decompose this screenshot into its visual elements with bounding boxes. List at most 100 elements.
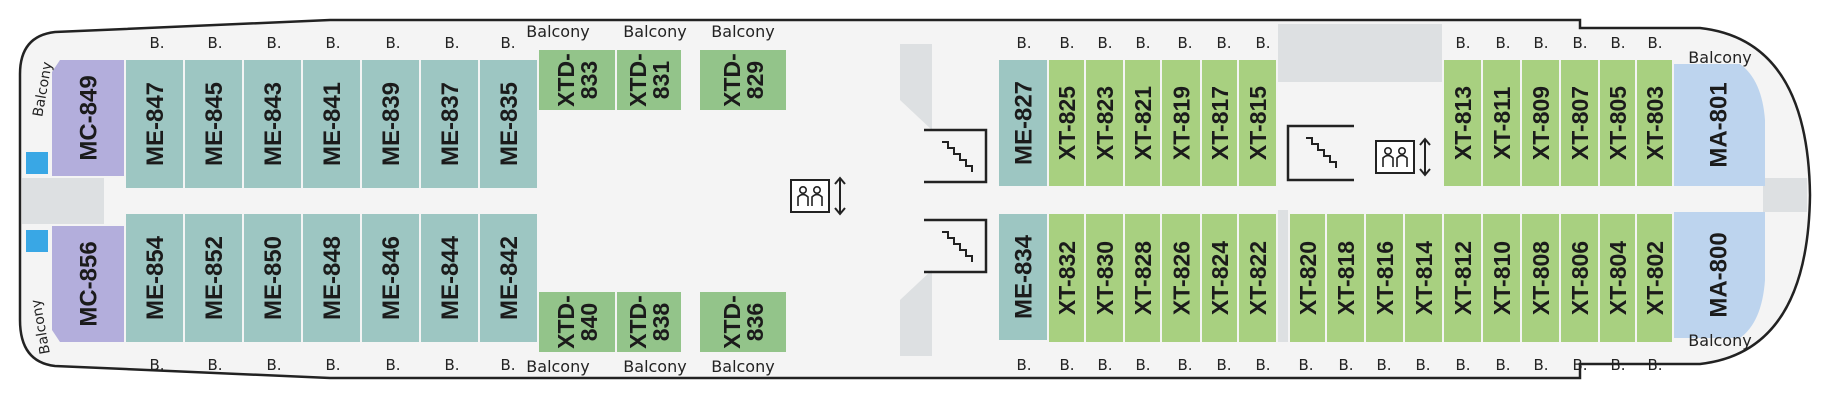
cabin-xt-809[interactable]: XT-809: [1522, 60, 1559, 186]
cabin-label-line: XTD-: [719, 295, 745, 349]
cabin-label-line: XT-809: [1528, 86, 1554, 160]
cabin-shape: [999, 214, 1047, 340]
cabin-xt-822[interactable]: XT-822: [1239, 214, 1276, 342]
cabin-ma-801[interactable]: MA-801: [1674, 64, 1765, 186]
cabin-xt-807[interactable]: XT-807: [1561, 60, 1598, 186]
cabin-xt-812[interactable]: XT-812: [1444, 214, 1481, 342]
cabin-label-line: MA-801: [1706, 82, 1733, 167]
cabin-shape: [480, 60, 537, 188]
cabin-shape: [1444, 214, 1481, 342]
cabin-shape: [1086, 60, 1123, 186]
cabin-xtd-831[interactable]: XTD-831: [617, 50, 681, 110]
cabin-xt-819[interactable]: XT-819: [1162, 60, 1200, 186]
cabin-shape: [1600, 60, 1635, 186]
cabin-me-854[interactable]: ME-854: [126, 214, 183, 342]
cabin-mc-849[interactable]: MC-849: [52, 60, 124, 176]
cabin-xt-830[interactable]: XT-830: [1086, 214, 1123, 342]
cabin-xt-817[interactable]: XT-817: [1202, 60, 1237, 186]
cabin-xt-808[interactable]: XT-808: [1522, 214, 1559, 342]
cabin-label-line: XTD-: [553, 53, 579, 107]
cabin-xt-828[interactable]: XT-828: [1125, 214, 1160, 342]
cabin-xt-803[interactable]: XT-803: [1637, 60, 1672, 186]
cabin-label-line: XTD-: [719, 53, 745, 107]
cabin-me-841[interactable]: ME-841: [303, 60, 360, 188]
b-marker: B.: [149, 34, 164, 52]
cabin-me-834[interactable]: ME-834: [999, 214, 1047, 340]
cabin-label: XT-802: [1642, 241, 1668, 315]
balcony-label: Balcony: [526, 22, 589, 41]
cabin-xt-821[interactable]: XT-821: [1125, 60, 1160, 186]
cabin-label-line: ME-848: [319, 236, 346, 320]
cabin-shape: [480, 214, 537, 342]
cabin-label: XT-812: [1450, 241, 1476, 315]
cabin-me-827[interactable]: ME-827: [999, 60, 1047, 186]
cabin-label-line: MC-849: [76, 75, 103, 160]
cabin-xt-804[interactable]: XT-804: [1600, 214, 1635, 342]
cabin-xt-806[interactable]: XT-806: [1561, 214, 1598, 342]
cabin-shape: [1239, 60, 1276, 186]
cabin-xtd-836[interactable]: XTD-836: [700, 292, 786, 352]
cabin-xt-813[interactable]: XT-813: [1444, 60, 1481, 186]
cabin-label-line: XTD-: [553, 295, 579, 349]
cabin-xtd-840[interactable]: XTD-840: [539, 292, 615, 352]
cabin-xt-811[interactable]: XT-811: [1483, 60, 1520, 186]
cabin-xt-826[interactable]: XT-826: [1162, 214, 1200, 342]
cabin-label: XT-807: [1567, 86, 1593, 160]
cabin-me-848[interactable]: ME-848: [303, 214, 360, 342]
stairs-icon: [1286, 124, 1354, 182]
cabin-me-839[interactable]: ME-839: [362, 60, 419, 188]
cabin-me-850[interactable]: ME-850: [244, 214, 301, 342]
bow-area: [1763, 178, 1807, 212]
cabin-label-line: ME-839: [378, 82, 405, 166]
cabin-me-837[interactable]: ME-837: [421, 60, 478, 188]
b-marker: B.: [1495, 34, 1510, 52]
cabin-me-835[interactable]: ME-835: [480, 60, 537, 188]
cabin-label: XTD-831: [625, 53, 674, 107]
cabin-xtd-829[interactable]: XTD-829: [700, 50, 786, 110]
cabin-xt-815[interactable]: XT-815: [1239, 60, 1276, 186]
cabin-xt-818[interactable]: XT-818: [1327, 214, 1364, 342]
cabin-me-845[interactable]: ME-845: [185, 60, 242, 188]
cabin-xt-816[interactable]: XT-816: [1366, 214, 1403, 342]
cabin-label-line: ME-834: [1011, 234, 1038, 319]
cabin-me-847[interactable]: ME-847: [126, 60, 183, 188]
cabin-label: XTD-840: [553, 295, 602, 349]
cabin-xt-802[interactable]: XT-802: [1637, 214, 1672, 342]
cabin-label: MC-849: [76, 75, 103, 160]
b-marker: B.: [1455, 34, 1470, 52]
cabin-label: XTD-833: [553, 53, 602, 107]
cabin-label: ME-844: [437, 235, 464, 320]
cabin-me-846[interactable]: ME-846: [362, 214, 419, 342]
cabin-label: XT-823: [1092, 86, 1118, 160]
cabin-xt-824[interactable]: XT-824: [1202, 214, 1237, 342]
cabin-xt-810[interactable]: XT-810: [1483, 214, 1520, 342]
cabin-label-line: 840: [576, 303, 602, 341]
cabin-shape: [700, 292, 786, 352]
cabin-xt-814[interactable]: XT-814: [1405, 214, 1442, 342]
cabin-me-852[interactable]: ME-852: [185, 214, 242, 342]
cabin-label: ME-827: [1011, 81, 1038, 165]
cabin-xt-832[interactable]: XT-832: [1049, 214, 1084, 342]
cabin-label: XT-821: [1130, 86, 1156, 160]
cabin-me-842[interactable]: ME-842: [480, 214, 537, 342]
cabin-label-line: ME-844: [437, 235, 464, 320]
cabin-me-844[interactable]: ME-844: [421, 214, 478, 342]
cabin-me-843[interactable]: ME-843: [244, 60, 301, 188]
cabin-shape: [1483, 60, 1520, 186]
cabin-label: XT-809: [1528, 86, 1554, 160]
cabin-label-line: ME-847: [142, 82, 169, 166]
cabin-ma-800[interactable]: MA-800: [1674, 212, 1765, 338]
balcony-label: Balcony: [711, 357, 774, 376]
cabin-label-line: XT-823: [1092, 86, 1118, 160]
cabin-label: XT-822: [1245, 241, 1271, 315]
cabin-xt-823[interactable]: XT-823: [1086, 60, 1123, 186]
cabin-label-line: XT-822: [1245, 241, 1271, 315]
cabin-xtd-838[interactable]: XTD-838: [617, 292, 681, 352]
cabin-xt-805[interactable]: XT-805: [1600, 60, 1635, 186]
cabin-mc-856[interactable]: MC-856: [52, 226, 124, 342]
cabin-xt-825[interactable]: XT-825: [1049, 60, 1084, 186]
cabin-xt-820[interactable]: XT-820: [1290, 214, 1325, 342]
cabin-label: XT-820: [1295, 241, 1321, 315]
cabin-label-line: XT-821: [1130, 86, 1156, 160]
cabin-xtd-833[interactable]: XTD-833: [539, 50, 615, 110]
